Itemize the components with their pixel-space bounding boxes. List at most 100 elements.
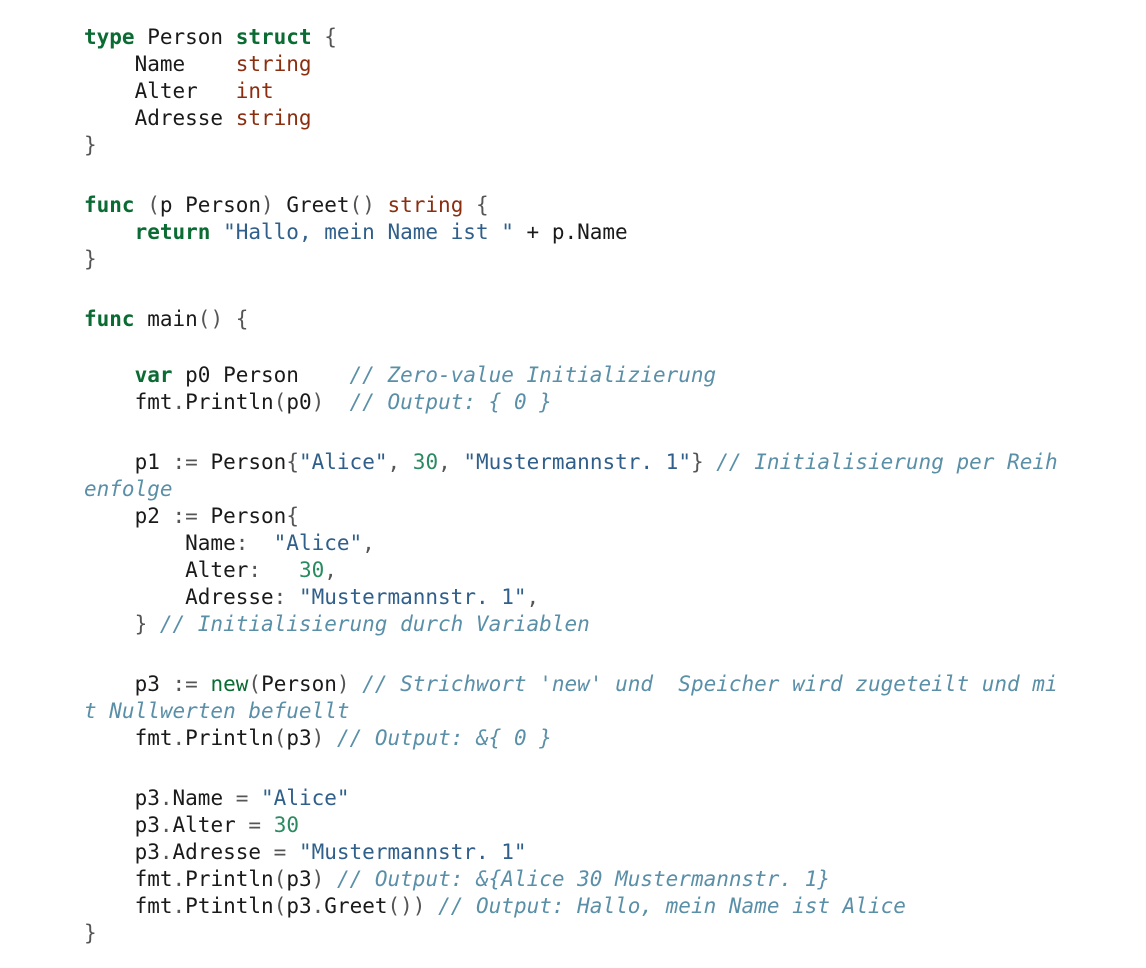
code-line: return "Hallo, mein Name ist " + p.Name — [84, 219, 1124, 246]
code-token-pun: () — [349, 193, 388, 217]
code-token-plain: Greet — [286, 193, 350, 217]
code-line: fmt.Println(p3) // Output: &{Alice 30 Mu… — [84, 866, 1124, 893]
code-token-type: string — [387, 193, 464, 217]
code-token-str: "Hallo, mein Name ist " — [210, 220, 514, 244]
code-token-plain: Person — [261, 672, 337, 696]
code-line: type Person struct { — [84, 24, 1124, 51]
code-line: Name string — [84, 51, 1124, 78]
blank-line — [84, 159, 1124, 192]
code-token-plain: Name — [84, 531, 236, 555]
code-token-pun: = — [235, 786, 249, 810]
code-token-plain: Alter — [84, 79, 236, 103]
code-line: Alter int — [84, 78, 1124, 105]
code-token-str: "Mustermannstr. 1" — [298, 585, 527, 609]
code-token-plain: Adresse — [172, 840, 274, 864]
code-token-cmt: // Output: &{Alice 30 Mustermannstr. 1} — [336, 867, 831, 891]
code-token-pun: ) — [336, 672, 363, 696]
blank-line — [84, 273, 1124, 306]
code-token-kw: var — [134, 363, 173, 387]
code-token-pun: { — [311, 25, 337, 49]
code-line: p3.Name = "Alice" — [84, 785, 1124, 812]
code-token-kw: type — [84, 25, 135, 49]
code-block: type Person struct { Name string Alter i… — [84, 24, 1124, 947]
blank-line — [84, 416, 1124, 449]
code-token-pun: ) — [311, 390, 350, 414]
code-token-plain: Name — [172, 786, 236, 810]
code-token-pun: ) — [311, 867, 337, 891]
code-token-pun: ()) — [387, 894, 439, 918]
code-token-plain: fmt — [84, 894, 173, 918]
code-token-plain: p0 — [286, 390, 312, 414]
code-token-pun: { — [286, 504, 299, 528]
code-token-plain: p2 — [84, 504, 173, 528]
code-token-str: "Alice" — [273, 531, 363, 555]
code-token-pun: , — [324, 558, 337, 582]
code-token-cmt: // Zero-value Initializierung — [349, 363, 717, 387]
code-token-plain: Person — [197, 450, 287, 474]
code-token-str: "Mustermannstr. 1" — [463, 450, 691, 474]
code-token-pun: ) — [261, 193, 287, 217]
code-line: p2 := Person{ — [84, 503, 1124, 530]
code-token-kw: return — [134, 220, 211, 244]
code-token-num: 30 — [273, 813, 299, 837]
code-line: Adresse string — [84, 105, 1124, 132]
code-token-pun: } — [84, 133, 97, 157]
code-token-plain: p3 — [84, 786, 160, 810]
code-token-plain: fmt — [84, 726, 173, 750]
code-token-plain: Greet — [324, 894, 388, 918]
code-token-pun: . — [311, 894, 325, 918]
code-token-plain: p1 — [84, 450, 173, 474]
code-token-cmt: t Nullwerten befuellt — [84, 699, 350, 723]
code-line: Name: "Alice", — [84, 530, 1124, 557]
code-token-plain: Println — [185, 726, 274, 750]
code-token-pun: . — [172, 390, 186, 414]
code-token-pun: := — [172, 450, 198, 474]
code-token-kw: func — [84, 193, 135, 217]
code-line: p3.Adresse = "Mustermannstr. 1" — [84, 839, 1124, 866]
code-token-pun: : — [235, 531, 274, 555]
blank-line — [84, 333, 1124, 362]
code-token-plain: Ptintln — [185, 894, 274, 918]
code-token-pun: . — [159, 813, 173, 837]
code-token-pun: : — [273, 585, 299, 609]
code-line: func (p Person) Greet() string { — [84, 192, 1124, 219]
code-token-num: 30 — [412, 450, 439, 474]
code-line: fmt.Println(p3) // Output: &{ 0 } — [84, 725, 1124, 752]
code-token-plain: Person — [197, 504, 287, 528]
code-token-pun: , — [362, 531, 375, 555]
code-token-type: int — [235, 79, 274, 103]
code-token-plain: p Person — [159, 193, 262, 217]
code-line: Alter: 30, — [84, 557, 1124, 584]
code-token-cmt: enfolge — [84, 477, 173, 501]
code-token-plain: p3 — [84, 813, 160, 837]
code-line: } — [84, 246, 1124, 273]
code-token-pun: . — [159, 840, 173, 864]
code-token-plain: Println — [185, 867, 274, 891]
code-token-kw: func — [84, 307, 135, 331]
code-token-plain: p3 — [286, 894, 312, 918]
code-token-pun: , — [387, 450, 413, 474]
code-token-type: string — [235, 52, 312, 76]
code-token-plain: p3 — [286, 867, 312, 891]
code-token-pun: } — [690, 450, 717, 474]
code-token-num: 30 — [298, 558, 325, 582]
code-token-pun: ( — [273, 867, 287, 891]
code-token-plain: Println — [185, 390, 274, 414]
code-token-plain: Adresse — [84, 106, 236, 130]
code-token-plain: fmt — [84, 390, 173, 414]
code-line: } // Initialisierung durch Variablen — [84, 611, 1124, 638]
code-token-plain — [198, 672, 211, 696]
code-token-plain: + — [513, 220, 552, 244]
code-token-pun: { — [463, 193, 489, 217]
code-token-plain: p.Name — [551, 220, 628, 244]
code-token-pun: . — [172, 867, 186, 891]
code-token-type: string — [235, 106, 312, 130]
code-line: fmt.Println(p0) // Output: { 0 } — [84, 389, 1124, 416]
code-line: t Nullwerten befuellt — [84, 698, 1124, 725]
code-token-plain: Alter — [84, 558, 249, 582]
code-token-str: "Alice" — [298, 450, 388, 474]
code-line: func main() { — [84, 306, 1124, 333]
code-token-kw: struct — [235, 25, 312, 49]
code-line: enfolge — [84, 476, 1124, 503]
code-token-plain: main — [134, 307, 198, 331]
